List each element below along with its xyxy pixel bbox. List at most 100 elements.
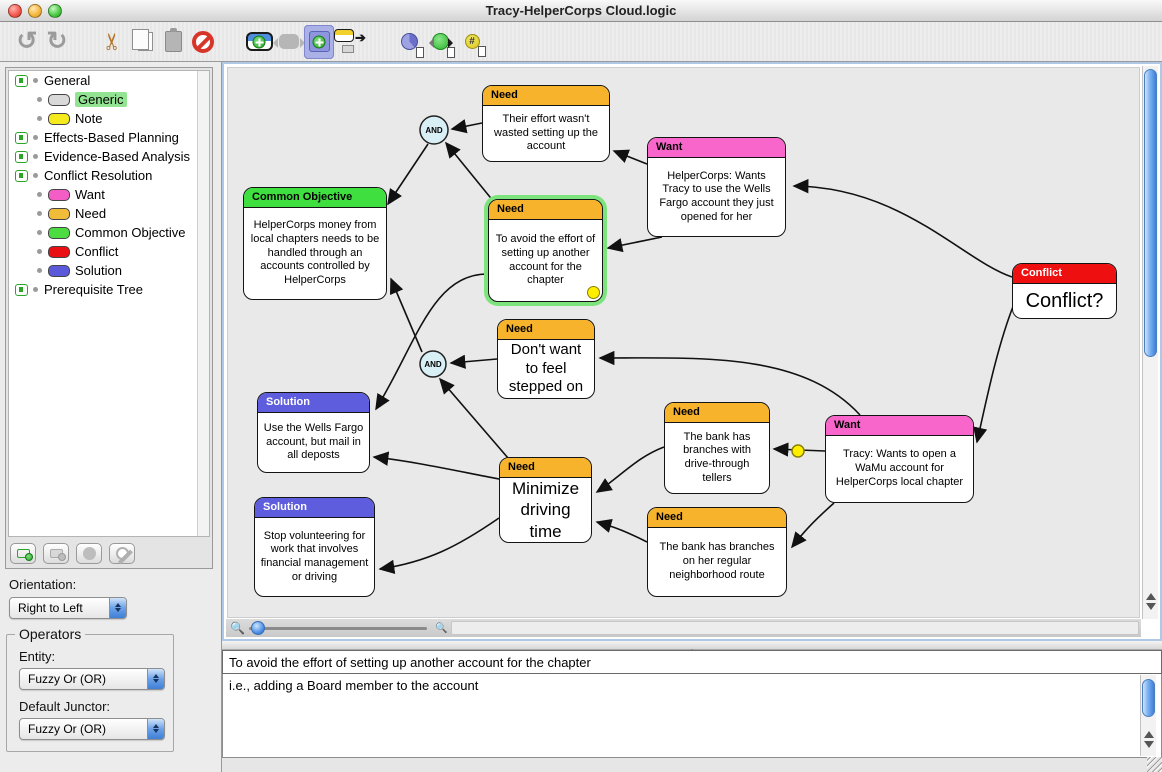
zoom-slider-knob[interactable] <box>250 620 265 635</box>
tree-item-prerequisite-tree[interactable]: Prerequisite Tree <box>9 280 209 299</box>
node-type-label: Need <box>483 86 609 106</box>
drag-entity-button[interactable] <box>273 25 305 59</box>
junctor-edge-button[interactable] <box>424 25 457 59</box>
edge[interactable] <box>444 141 495 203</box>
zoom-out-icon[interactable]: 🔍 <box>230 621 245 635</box>
zoom-in-icon[interactable]: 🔍 <box>434 622 448 634</box>
add-class-button[interactable] <box>10 543 36 564</box>
node-type-label: Want <box>826 416 973 436</box>
tree-item-generic[interactable]: Generic <box>9 90 209 109</box>
canvas-horizontal-scrollbar[interactable] <box>451 621 1139 635</box>
new-entity-button[interactable] <box>244 25 274 59</box>
edge[interactable] <box>375 273 489 411</box>
zoom-slider[interactable] <box>248 620 427 635</box>
and-junctor[interactable]: AND <box>419 115 449 145</box>
entity-operator-popup[interactable]: Fuzzy Or (OR) <box>19 668 165 690</box>
copy-button[interactable] <box>128 25 158 59</box>
cut-button[interactable]: ✂ <box>98 25 128 59</box>
edge[interactable] <box>792 178 1013 278</box>
canvas-scroll-arrows[interactable] <box>1143 590 1158 615</box>
entity-annotation-button[interactable]: ➔ <box>334 25 368 59</box>
popup-arrows-icon <box>147 719 164 739</box>
edge[interactable] <box>450 119 483 134</box>
node-body-text: The bank has branches on her regular nei… <box>659 541 775 581</box>
orientation-popup[interactable]: Right to Left <box>9 597 127 619</box>
drag-entity-icon <box>273 34 305 49</box>
entity-annotation-text[interactable]: i.e., adding a Board member to the accou… <box>229 678 479 693</box>
tree-item-label: Generic <box>75 92 127 107</box>
zoom-button[interactable] <box>48 4 62 18</box>
entity-title-field[interactable] <box>223 651 1161 673</box>
tree-item-need[interactable]: Need <box>9 204 209 223</box>
redo-icon: ↻ <box>46 27 68 55</box>
paste-button[interactable] <box>158 25 188 59</box>
tree-item-general[interactable]: General <box>9 71 209 90</box>
edge[interactable] <box>612 149 648 165</box>
node-body-text: Use the Wells Fargo account, but mail in… <box>263 421 364 462</box>
tree-scrollbar[interactable] <box>197 71 209 536</box>
numbering-button[interactable]: # <box>457 25 487 59</box>
popup-arrows-icon <box>147 669 164 689</box>
annotation-indicator-dot[interactable] <box>587 286 600 299</box>
tree-item-conflict-resolution[interactable]: Conflict Resolution <box>9 166 209 185</box>
tree-item-note[interactable]: Note <box>9 109 209 128</box>
delete-button[interactable] <box>188 25 218 59</box>
annotation-scroll-arrows[interactable] <box>1141 728 1156 753</box>
edge[interactable] <box>606 236 663 253</box>
edge[interactable] <box>372 451 500 480</box>
new-entity-class-button[interactable] <box>304 24 334 59</box>
tree-item-common-objective[interactable]: Common Objective <box>9 223 209 242</box>
delete-class-button[interactable] <box>109 543 135 564</box>
annotation-scrollbar[interactable] <box>1140 675 1156 756</box>
and-junctor[interactable]: AND <box>419 350 447 378</box>
edge[interactable] <box>595 446 665 493</box>
edge[interactable] <box>438 377 509 459</box>
default-junctor-popup[interactable]: Fuzzy Or (OR) <box>19 718 165 740</box>
tree-item-solution[interactable]: Solution <box>9 261 209 280</box>
tree-item-want[interactable]: Want <box>9 185 209 204</box>
window-resize-grip[interactable] <box>1147 757 1162 772</box>
redo-button[interactable]: ↻ <box>42 25 72 59</box>
node-type-label: Conflict <box>1013 264 1116 284</box>
edge[interactable] <box>387 143 429 206</box>
edge[interactable] <box>378 517 500 574</box>
panel-splitter[interactable]: ∧ <box>222 641 1162 656</box>
class-info-button[interactable] <box>76 543 102 564</box>
canvas-scroll-thumb[interactable] <box>1144 69 1157 357</box>
edge[interactable] <box>449 354 498 369</box>
edge[interactable] <box>791 502 835 549</box>
undo-button[interactable]: ↺ <box>12 25 42 59</box>
tree-item-evidence-based-analysis[interactable]: Evidence-Based Analysis <box>9 147 209 166</box>
close-button[interactable] <box>8 4 22 18</box>
edge-annotation-dot[interactable] <box>791 444 805 458</box>
zoom-bar: 🔍 🔍 <box>226 619 1141 637</box>
tree-item-conflict[interactable]: Conflict <box>9 242 209 261</box>
bullet-icon <box>33 78 38 83</box>
edge[interactable] <box>595 518 648 543</box>
minimize-button[interactable] <box>28 4 42 18</box>
edge[interactable] <box>390 277 423 353</box>
tree-item-label: Prerequisite Tree <box>44 282 143 297</box>
canvas-vertical-scrollbar[interactable] <box>1142 66 1158 619</box>
annotation-scroll-thumb[interactable] <box>1142 679 1155 717</box>
edge[interactable] <box>598 350 861 416</box>
edge[interactable] <box>973 303 1015 444</box>
junctor-button[interactable] <box>394 25 424 59</box>
tree-item-effects-based-planning[interactable]: Effects-Based Planning <box>9 128 209 147</box>
duplicate-class-button[interactable] <box>43 543 69 564</box>
node-body-text: Conflict? <box>1025 289 1104 312</box>
